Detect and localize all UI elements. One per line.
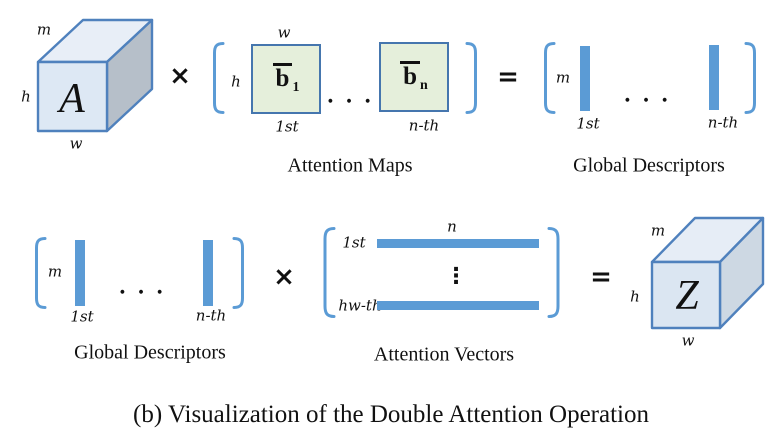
attention-maps-close-bracket	[465, 42, 477, 114]
global-descriptors-top-dim-m: m	[555, 68, 571, 87]
tensor-a-label: A	[59, 76, 85, 122]
cube-z-dim-m: m	[650, 221, 666, 240]
attention-maps-index-nth: n-th	[408, 116, 440, 135]
global-descriptors-bottom-index-1st: 1st	[70, 307, 94, 326]
equals-operator-bottom: =	[590, 262, 612, 292]
global-descriptors-bottom-caption: Global Descriptors	[74, 341, 226, 364]
cube-a-dim-h: h	[21, 87, 31, 106]
multiply-operator-top: ×	[169, 61, 191, 91]
cube-a-front-face	[36, 60, 109, 133]
global-descriptors-top-close-bracket	[744, 42, 756, 114]
cube-z-dim-w: w	[681, 331, 695, 350]
attention-maps-hdots: . . .	[326, 82, 374, 108]
global-descriptor-bottom-bar-n	[203, 240, 213, 306]
attention-maps-dim-h: h	[231, 72, 241, 91]
global-descriptors-bottom-hdots: . . .	[118, 273, 166, 299]
global-descriptor-bottom-bar-1	[75, 240, 85, 306]
global-descriptors-top-caption: Global Descriptors	[573, 154, 725, 177]
attention-vector-bar-1	[377, 239, 539, 248]
global-descriptors-top-index-nth: n-th	[707, 113, 739, 132]
attention-vectors-close-bracket	[547, 227, 560, 318]
attention-maps-dim-w: w	[277, 23, 291, 42]
attention-maps-caption: Attention Maps	[287, 154, 413, 177]
attention-maps-open-bracket	[213, 42, 225, 114]
multiply-operator-bottom: ×	[273, 262, 295, 292]
tensor-z-label: Z	[675, 273, 699, 319]
global-descriptors-bottom-open-bracket	[35, 237, 47, 309]
global-descriptor-top-bar-1	[580, 46, 590, 111]
figure-caption: (b) Visualization of the Double Attentio…	[133, 401, 649, 428]
cube-a-dim-m: m	[36, 20, 52, 39]
global-descriptors-bottom-dim-m: m	[47, 262, 63, 281]
equals-operator-top: =	[497, 62, 519, 92]
tensor-a-cube	[36, 18, 154, 133]
global-descriptors-top-open-bracket	[544, 42, 556, 114]
attention-vectors-vdots: ⋮	[445, 264, 467, 289]
global-descriptors-top-hdots: . . .	[623, 81, 671, 107]
attention-vector-bar-hw	[377, 301, 539, 310]
attention-maps-index-1st: 1st	[275, 117, 299, 136]
global-descriptor-top-bar-n	[709, 45, 719, 110]
attention-vectors-index-hwth: hw-th	[338, 296, 382, 315]
attention-vectors-dim-n: n	[447, 217, 457, 236]
cube-z-dim-h: h	[630, 287, 640, 306]
global-descriptors-bottom-close-bracket	[232, 237, 244, 309]
attention-vectors-caption: Attention Vectors	[373, 343, 515, 366]
attention-vectors-open-bracket	[323, 227, 336, 318]
attention-vectors-index-1st: 1st	[342, 233, 366, 252]
tensor-z-cube	[650, 216, 765, 330]
cube-a-dim-w: w	[69, 134, 83, 153]
global-descriptors-bottom-index-nth: n-th	[195, 306, 227, 325]
cube-z-front-face	[650, 260, 722, 330]
global-descriptors-top-index-1st: 1st	[576, 114, 600, 133]
